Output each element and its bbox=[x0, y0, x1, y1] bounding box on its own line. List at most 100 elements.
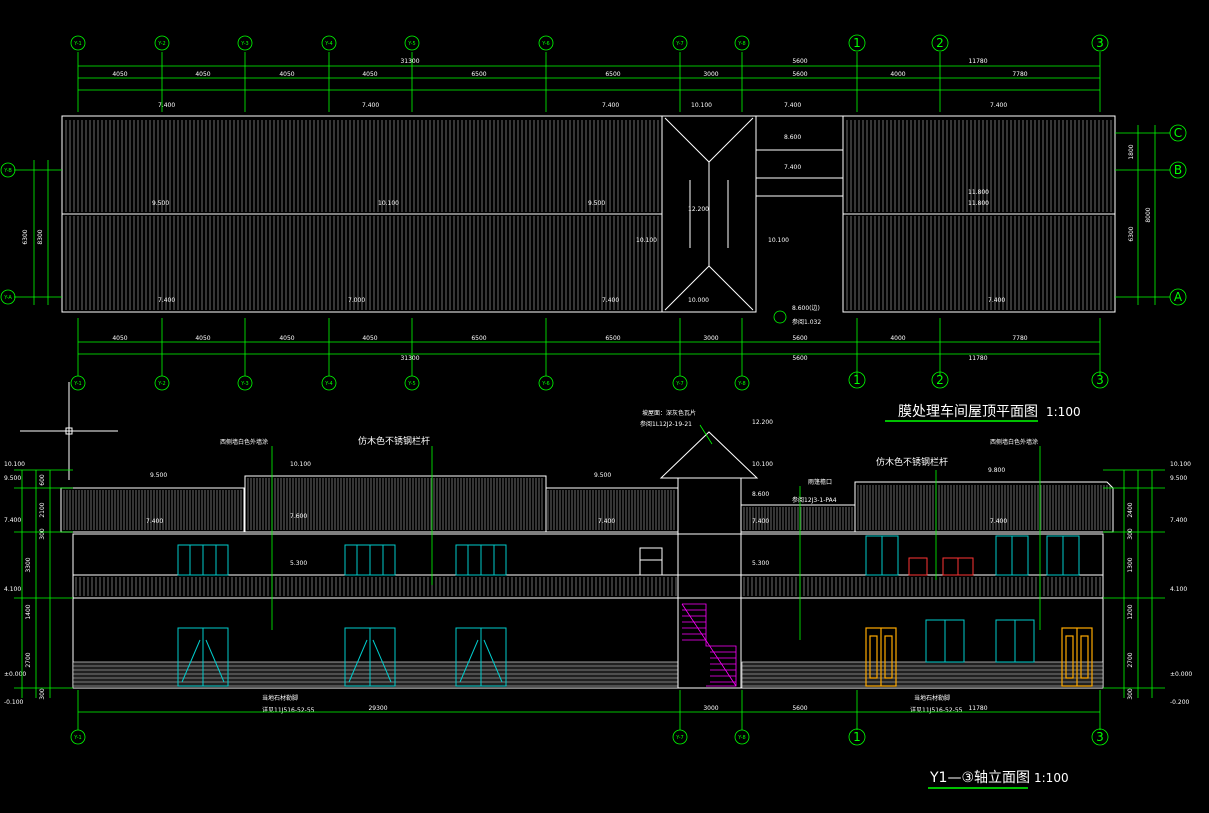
axis-bubble: Y-8 bbox=[737, 735, 745, 741]
level: 5.300 bbox=[752, 560, 769, 567]
axis-bubble: 1 bbox=[853, 36, 861, 50]
axis-bubble: 1 bbox=[853, 373, 861, 387]
tower-ref: 参阅1L12J2-19-21 bbox=[640, 420, 692, 428]
dim-top-7: 3000 bbox=[703, 71, 718, 78]
plan-roof-hatch bbox=[65, 120, 1112, 310]
plan-level-labels: 7.400 7.400 7.400 10.100 7.400 7.400 8.6… bbox=[152, 102, 1007, 326]
vdim: 300 bbox=[39, 688, 46, 700]
dim-top-2: 4050 bbox=[195, 71, 210, 78]
level: 9.500 bbox=[4, 475, 21, 482]
dim-bottom-total-2: 5600 bbox=[792, 355, 807, 362]
upper-small-windows bbox=[908, 557, 974, 576]
axis-bubble: Y-4 bbox=[324, 381, 332, 387]
axis-bubble: Y-7 bbox=[675, 41, 683, 47]
vdim: 2400 bbox=[1127, 502, 1134, 517]
dim-bottom-total-1: 31300 bbox=[400, 355, 419, 362]
elevation-view: 西侧墙白色外墙涂 仿木色不锈钢栏杆 坡屋面：深灰色瓦片 参阅1L12J2-19-… bbox=[4, 409, 1192, 789]
base-left-ref: 详见11J516-52-55 bbox=[262, 706, 315, 714]
plan-side-axes: Y-B Y-A 6300 8300 C B A 1800 6300 8000 bbox=[0, 124, 1187, 306]
level: 9.500 bbox=[588, 200, 605, 207]
level: 7.400 bbox=[602, 102, 619, 109]
level: 10.100 bbox=[290, 461, 311, 468]
plan-dimension-lines-top bbox=[77, 52, 1101, 112]
elevation-levels: 10.100 9.500 7.400 4.100 ±0.000 -0.100 1… bbox=[4, 419, 1192, 706]
level: 10.100 bbox=[1170, 461, 1191, 468]
base-left-label: 当地石材勒脚 bbox=[262, 694, 298, 702]
level: ±0.000 bbox=[1170, 671, 1192, 678]
level: 7.600 bbox=[290, 513, 307, 520]
level: 7.400 bbox=[1170, 517, 1187, 524]
upper-doors bbox=[177, 535, 1080, 576]
dim-top-8: 5600 bbox=[792, 71, 807, 78]
elevation-vdims-text: 600 2100 300 3300 1400 2700 300 2400 300… bbox=[25, 474, 1134, 700]
level: 9.500 bbox=[594, 472, 611, 479]
vdim: 1200 bbox=[1127, 604, 1134, 619]
tower-note: 坡屋面：深灰色瓦片 bbox=[642, 409, 696, 417]
level: 9.500 bbox=[150, 472, 167, 479]
elevation-axis-bubbles: Y-1 Y-7 Y-8 1 3 bbox=[70, 728, 1109, 746]
vdim: 300 bbox=[39, 528, 46, 540]
dim-top-9: 4000 bbox=[890, 71, 905, 78]
axis-bubble: Y-A bbox=[3, 295, 12, 301]
level: 8.600 bbox=[752, 491, 769, 498]
axis-bubble: Y-8 bbox=[737, 41, 745, 47]
axis-bubble: Y-3 bbox=[240, 381, 248, 387]
axis-bubble: Y-5 bbox=[407, 41, 415, 47]
dim-top-4: 4050 bbox=[362, 71, 377, 78]
vdim: 1300 bbox=[1127, 557, 1134, 572]
dim-right-2: 6300 bbox=[1128, 226, 1135, 241]
level: 7.400 bbox=[4, 517, 21, 524]
dim-top-total-1: 31300 bbox=[400, 58, 419, 65]
dim-bottom-9: 4000 bbox=[890, 335, 905, 342]
level: 7.000 bbox=[348, 297, 365, 304]
level: 9.500 bbox=[152, 200, 169, 207]
level: 7.400 bbox=[158, 102, 175, 109]
left-rail-label: 仿木色不锈钢栏杆 bbox=[358, 435, 430, 447]
right-wall-label: 西侧墙白色外墙涂 bbox=[990, 438, 1038, 446]
level: 7.400 bbox=[362, 102, 379, 109]
elevation-labels: 西侧墙白色外墙涂 仿木色不锈钢栏杆 坡屋面：深灰色瓦片 参阅1L12J2-19-… bbox=[220, 409, 1038, 714]
level: 7.400 bbox=[990, 102, 1007, 109]
vdim: 2100 bbox=[39, 502, 46, 517]
level: 5.300 bbox=[290, 560, 307, 567]
level: 10.000 bbox=[688, 297, 709, 304]
level: 7.400 bbox=[158, 297, 175, 304]
detail-ref: 参阅1.032 bbox=[792, 318, 821, 326]
plan-axis-bubbles-top: Y-1 Y-2 Y-3 Y-4 Y-5 Y-6 Y-7 Y-8 1 2 3 bbox=[70, 34, 1109, 52]
vdim: 2700 bbox=[25, 652, 32, 667]
elevation-roof-hatch bbox=[63, 478, 1111, 530]
plan-scale: 1:100 bbox=[1046, 405, 1081, 419]
dim-bottom-10: 7780 bbox=[1012, 335, 1027, 342]
dim-bottom-6: 6500 bbox=[605, 335, 620, 342]
stair bbox=[681, 603, 737, 687]
axis-bubble: Y-6 bbox=[541, 381, 549, 387]
level: 12.200 bbox=[688, 206, 709, 213]
level: 7.400 bbox=[752, 518, 769, 525]
level: 8.600 bbox=[784, 134, 801, 141]
level: -0.200 bbox=[1170, 699, 1190, 706]
dim-bottom-3: 4050 bbox=[279, 335, 294, 342]
dim-bottom: 11780 bbox=[968, 705, 987, 712]
elevation-title: Y1—③轴立面图 bbox=[929, 770, 1030, 786]
level: 7.400 bbox=[598, 518, 615, 525]
dim-right-3: 8000 bbox=[1145, 207, 1152, 222]
axis-bubble: Y-7 bbox=[675, 735, 683, 741]
vdim: 2700 bbox=[1127, 652, 1134, 667]
balcony-railing bbox=[75, 577, 1101, 596]
level: 10.100 bbox=[378, 200, 399, 207]
plan-dims-top-text: 4050 4050 4050 4050 6500 6500 3000 5600 … bbox=[112, 58, 1027, 78]
axis-bubble: Y-B bbox=[3, 168, 12, 174]
vdim: 1400 bbox=[25, 604, 32, 619]
elevation-bottom-dims bbox=[77, 690, 1101, 730]
plan-roof-outline bbox=[61, 115, 1116, 313]
dim-right-1: 1800 bbox=[1128, 144, 1135, 159]
axis-bubble: 3 bbox=[1096, 730, 1104, 744]
vdim: 300 bbox=[1127, 528, 1134, 540]
plan-dimension-lines-bottom: 4050 4050 4050 4050 6500 6500 3000 5600 … bbox=[77, 318, 1101, 376]
plan-axis-bubbles-bottom: Y-1 Y-2 Y-3 Y-4 Y-5 Y-6 Y-7 Y-8 1 2 3 bbox=[70, 371, 1109, 391]
dim-bottom-8: 5600 bbox=[792, 335, 807, 342]
dim-top-5: 6500 bbox=[471, 71, 486, 78]
axis-bubble: Y-8 bbox=[737, 381, 745, 387]
leader-lines bbox=[271, 424, 1041, 640]
